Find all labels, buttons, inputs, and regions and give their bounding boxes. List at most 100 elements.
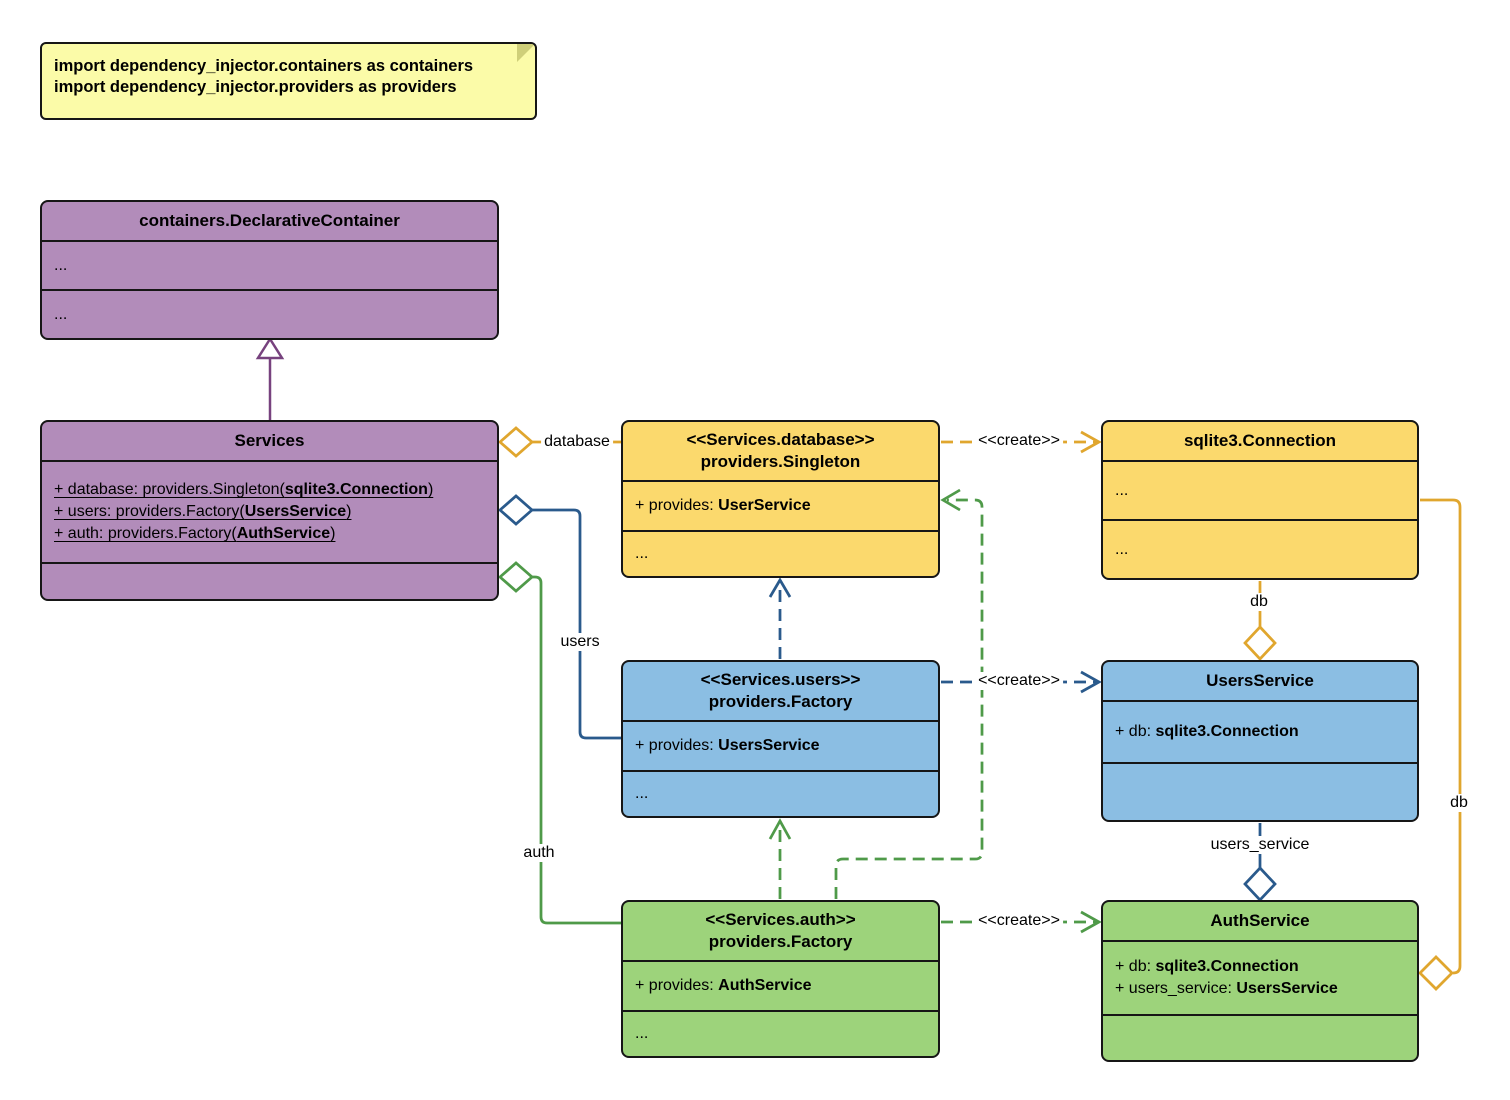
class-section-attributes: + database: providers.Singleton(sqlite3.…	[42, 460, 497, 562]
attr-text: + provides:	[635, 497, 719, 514]
class-box-users-service: UsersService + db: sqlite3.Connection	[1101, 660, 1419, 822]
attr-text: + provides:	[635, 977, 719, 994]
class-section: ...	[1103, 460, 1417, 519]
attr-text: + db:	[1115, 958, 1156, 975]
ellipsis-text: ...	[54, 305, 68, 323]
edge-dependency-auth-users	[768, 818, 792, 899]
edge-aggregation-users	[497, 494, 622, 740]
attr-text: )	[330, 525, 336, 542]
class-title: sqlite3.Connection	[1183, 431, 1337, 450]
attr-text: + provides:	[635, 737, 719, 754]
open-arrowhead-icon	[768, 818, 792, 840]
attribute-provides: + provides: UserService	[635, 495, 926, 517]
attr-text: + users_service:	[1115, 980, 1237, 997]
open-arrowhead-icon	[940, 488, 961, 512]
aggregation-diamond-icon	[497, 494, 535, 526]
attribute-auth: + auth: providers.Factory(AuthService)	[54, 523, 485, 545]
attr-text: )	[427, 481, 434, 498]
class-section: ...	[623, 1010, 938, 1056]
class-section-empty	[42, 562, 497, 599]
class-section-attributes: + db: sqlite3.Connection + users_service…	[1103, 940, 1417, 1014]
edge-aggregation-db-auth	[1418, 498, 1462, 991]
edge-label-database: database	[541, 433, 613, 451]
edge-aggregation-users-service	[1243, 823, 1277, 903]
attr-type: UsersService	[1236, 980, 1338, 997]
edge-label-create-auth: <<create>>	[975, 912, 1063, 930]
class-section-provides: + provides: UserService	[623, 480, 938, 530]
edge-generalization	[255, 336, 285, 421]
attribute-database: + database: providers.Singleton(sqlite3.…	[54, 479, 485, 501]
attr-type: sqlite3.Connection	[284, 481, 428, 498]
class-box-declarative-container: containers.DeclarativeContainer ... ...	[40, 200, 499, 340]
class-box-database-singleton: <<Services.database>> providers.Singleto…	[621, 420, 940, 578]
class-title: AuthService	[1210, 911, 1310, 930]
ellipsis-text: ...	[1115, 540, 1129, 558]
aggregation-diamond-icon	[1418, 955, 1454, 991]
class-box-services: Services + database: providers.Singleton…	[40, 420, 499, 601]
class-title: <<Services.database>> providers.Singleto…	[623, 422, 938, 480]
note-line: import dependency_injector.providers as …	[54, 78, 457, 96]
attr-text: + auth: providers.Factory(	[54, 525, 237, 542]
attr-type: AuthService	[236, 525, 331, 542]
open-arrowhead-icon	[1080, 670, 1102, 694]
ellipsis-text: ...	[635, 545, 649, 562]
class-box-sqlite-connection: sqlite3.Connection ... ...	[1101, 420, 1419, 580]
attribute-provides: + provides: UsersService	[635, 735, 926, 757]
class-box-users-factory: <<Services.users>> providers.Factory + p…	[621, 660, 940, 818]
class-section-empty	[1103, 762, 1417, 820]
open-arrowhead-icon	[1080, 430, 1102, 454]
attr-type: UsersService	[244, 503, 347, 520]
class-box-auth-factory: <<Services.auth>> providers.Factory + pr…	[621, 900, 940, 1058]
attr-text: + database: providers.Singleton(	[54, 481, 285, 498]
aggregation-diamond-icon	[497, 426, 535, 458]
class-stereotype: <<Services.users>>	[700, 670, 861, 689]
attribute-users-service: + users_service: UsersService	[1115, 978, 1405, 1000]
note-line: import dependency_injector.containers as…	[54, 57, 474, 75]
class-stereotype: <<Services.database>>	[686, 430, 875, 449]
class-section: ...	[623, 770, 938, 816]
attr-type: sqlite3.Connection	[1155, 958, 1299, 975]
attr-type: UserService	[718, 497, 811, 514]
ellipsis-text: ...	[635, 1025, 649, 1042]
class-title: containers.DeclarativeContainer	[139, 211, 400, 230]
attribute-users: + users: providers.Factory(UsersService)	[54, 501, 485, 523]
attr-text: + users: providers.Factory(	[54, 503, 245, 520]
class-section-attributes: + db: sqlite3.Connection	[1103, 700, 1417, 762]
class-section: ...	[623, 530, 938, 576]
attribute-db: + db: sqlite3.Connection	[1115, 721, 1405, 743]
class-name: providers.Factory	[708, 692, 853, 711]
edge-label-users: users	[557, 633, 603, 651]
class-title: <<Services.auth>> providers.Factory	[623, 902, 938, 960]
class-section: ...	[1103, 519, 1417, 578]
aggregation-diamond-icon	[1243, 624, 1277, 662]
class-section: ...	[42, 289, 497, 338]
class-name: providers.Factory	[708, 932, 853, 951]
ellipsis-text: ...	[635, 785, 649, 802]
class-stereotype: <<Services.auth>>	[705, 910, 856, 929]
attr-type: UsersService	[718, 737, 820, 754]
class-title: UsersService	[1206, 671, 1314, 690]
class-section: ...	[42, 240, 497, 289]
class-section-provides: + provides: AuthService	[623, 960, 938, 1010]
attr-type: sqlite3.Connection	[1155, 723, 1299, 740]
class-title: Services	[234, 431, 305, 450]
open-arrowhead-icon	[768, 577, 792, 598]
ellipsis-text: ...	[1115, 481, 1129, 499]
edge-aggregation-auth	[497, 561, 622, 925]
class-name: providers.Singleton	[700, 452, 861, 471]
attr-type: AuthService	[718, 977, 812, 994]
class-section-provides: + provides: UsersService	[623, 720, 938, 770]
attribute-db: + db: sqlite3.Connection	[1115, 956, 1405, 978]
class-title: <<Services.users>> providers.Factory	[623, 662, 938, 720]
note-imports: import dependency_injector.containers as…	[40, 42, 537, 120]
edge-label-auth: auth	[520, 844, 558, 862]
edge-dependency-auth-singleton	[834, 488, 984, 899]
generalization-triangle-icon	[255, 336, 285, 360]
attr-text: + db:	[1115, 723, 1156, 740]
edge-label-users-service: users_service	[1207, 836, 1313, 854]
edge-label-create-users: <<create>>	[975, 672, 1063, 690]
aggregation-diamond-icon	[1243, 865, 1277, 903]
ellipsis-text: ...	[54, 256, 68, 274]
